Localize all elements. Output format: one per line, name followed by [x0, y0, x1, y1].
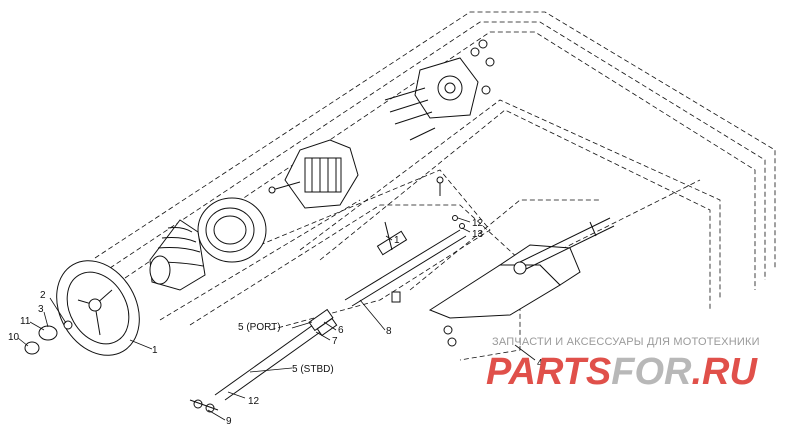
callout-11: 11	[20, 316, 31, 327]
watermark-logo: PARTSFOR.RU	[486, 351, 759, 393]
callout-3: 3	[38, 304, 44, 315]
watermark-logo-for: FOR	[611, 351, 692, 393]
steering-cables	[189, 308, 338, 413]
callout-7: 7	[332, 336, 338, 347]
callout-2: 2	[40, 290, 46, 301]
assembly-guide-lines	[94, 11, 776, 361]
bezel-ring	[197, 197, 267, 263]
watermark: ЗАПЧАСТИ И АКСЕССУАРЫ ДЛЯ МОТОТЕХНИКИ PA…	[486, 336, 760, 393]
bellows-boot	[149, 219, 206, 291]
callout-1: 1	[152, 345, 158, 356]
watermark-tagline: ЗАПЧАСТИ И АКСЕССУАРЫ ДЛЯ МОТОТЕХНИКИ	[492, 336, 760, 348]
leader-lines	[17, 217, 536, 421]
callout-9: 9	[226, 416, 232, 426]
rear-mount-plate	[384, 39, 495, 141]
callout-1-tiebar: 1	[394, 235, 400, 246]
callout-13: 13	[472, 229, 484, 240]
watermark-logo-parts: PARTS	[486, 351, 611, 393]
tie-bar-assembly	[344, 176, 467, 307]
callout-labels: 1 2 3 10 11 5 (PORT) 5 (STBD) 6 7 8 9 12…	[8, 218, 543, 426]
callout-12-lower: 12	[248, 396, 260, 407]
callout-8: 8	[386, 326, 392, 337]
callout-5-stbd: 5 (STBD)	[292, 364, 334, 375]
callout-6: 6	[338, 325, 344, 336]
callout-12-upper: 12	[472, 218, 484, 229]
watermark-logo-ru: .RU	[692, 351, 759, 393]
helm-unit	[268, 139, 359, 209]
callout-5-port: 5 (PORT)	[238, 322, 281, 333]
steering-cylinder-bracket	[428, 217, 615, 347]
callout-4: 4	[537, 358, 543, 369]
steering-wheel	[56, 260, 140, 356]
hub-hardware	[24, 320, 73, 355]
callout-10: 10	[8, 332, 20, 343]
